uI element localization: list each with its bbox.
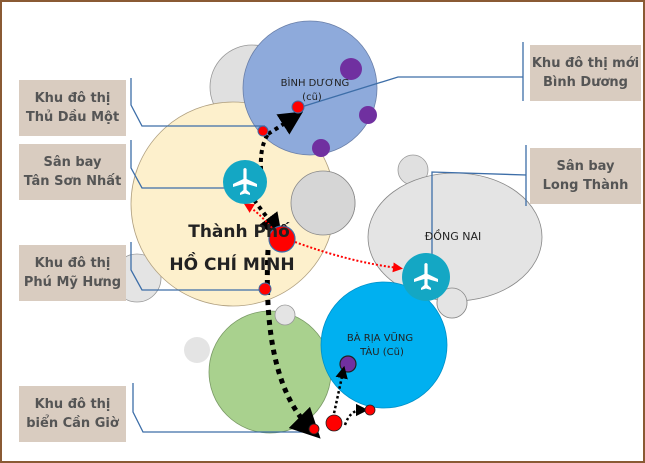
- callout-thu-dau-mot: Khu đô thị Thủ Dầu Một: [19, 80, 126, 136]
- ba-ria-region-circle: [320, 281, 448, 409]
- satellite-circle: [290, 170, 356, 236]
- leader-long-thanh: [431, 145, 527, 275]
- red-node-coast: [364, 404, 376, 416]
- connection-arrow-binh-duong: [266, 111, 304, 136]
- leader-binh-duong-new: [297, 42, 524, 109]
- purple-node: [340, 58, 362, 80]
- leader-can-gio: [132, 383, 312, 433]
- hcm-label-line2: HỒ CHÍ MINH: [169, 251, 294, 275]
- red-node-phu-my-hung: [258, 282, 272, 296]
- callout-line2: biển Cần Giờ: [26, 416, 119, 431]
- callout-line1: Sân bay: [43, 155, 102, 170]
- connection-tsn-to-center: [252, 198, 283, 238]
- airplane-icon: [414, 263, 438, 290]
- connection-center-to-can-gio: [264, 249, 321, 439]
- red-node-hcm-center: [268, 225, 296, 253]
- ba-ria-label-line2: TÀU (Cũ): [359, 345, 404, 358]
- callout-line2: Tân Sơn Nhất: [23, 174, 122, 189]
- callout-phu-my-hung: Khu đô thị Phú Mỹ Hưng: [19, 245, 126, 301]
- leader-thu-dau-mot: [130, 78, 265, 127]
- satellite-circle: [436, 287, 468, 319]
- purple-node: [359, 106, 377, 124]
- callout-line1: Khu đô thị: [34, 91, 111, 106]
- leader-phu-my-hung: [130, 242, 265, 291]
- connection-can-gio-to-coast: [343, 403, 369, 426]
- hcm-label-line1: Thành Phố: [188, 221, 290, 242]
- callout-long-thanh: Sân bay Long Thành: [530, 148, 641, 204]
- airplane-icon: [233, 168, 257, 195]
- dong-nai-label: ĐỒNG NAI: [425, 229, 481, 243]
- leader-tan-son-nhat: [130, 140, 245, 189]
- can-gio-region-circle: [208, 310, 332, 434]
- satellite-circle: [184, 337, 210, 363]
- callout-binh-duong-new: Khu đô thị mới Bình Dương: [530, 45, 641, 101]
- callout-line2: Long Thành: [542, 178, 629, 193]
- callout-line2: Bình Dương: [543, 75, 628, 90]
- callout-line2: Thủ Dầu Một: [25, 110, 120, 125]
- callout-can-gio: Khu đô thị biển Cần Giờ: [19, 386, 126, 442]
- purple-node: [339, 355, 357, 373]
- callout-line1: Khu đô thị: [34, 397, 111, 412]
- airport-long-thanh: [402, 253, 450, 301]
- binh-duong-label-line2: (cũ): [302, 92, 322, 103]
- red-node-binh-duong-new: [291, 100, 305, 114]
- callout-tan-son-nhat: Sân bay Tân Sơn Nhất: [19, 144, 126, 200]
- connection-hcm-to-binh-duong: [258, 132, 270, 179]
- red-node-thu-dau-mot: [257, 125, 269, 137]
- binh-duong-label-line1: BÌNH DƯƠNG: [281, 76, 350, 89]
- leader-lines: [130, 42, 527, 433]
- red-node-can-gio: [308, 423, 320, 435]
- purple-node: [312, 139, 330, 157]
- satellite-circle: [274, 304, 296, 326]
- callout-line1: Sân bay: [556, 159, 615, 174]
- ba-ria-label-line1: BÀ RỊA VŨNG: [347, 331, 413, 344]
- connection-center-to-long-thanh: [294, 241, 403, 273]
- red-node-can-gio-port: [325, 414, 343, 432]
- callout-line1: Khu đô thị: [34, 256, 111, 271]
- callout-line2: Phú Mỹ Hưng: [23, 275, 122, 290]
- callout-line1: Khu đô thị mới: [531, 56, 640, 71]
- airport-tan-son-nhat: [223, 160, 267, 204]
